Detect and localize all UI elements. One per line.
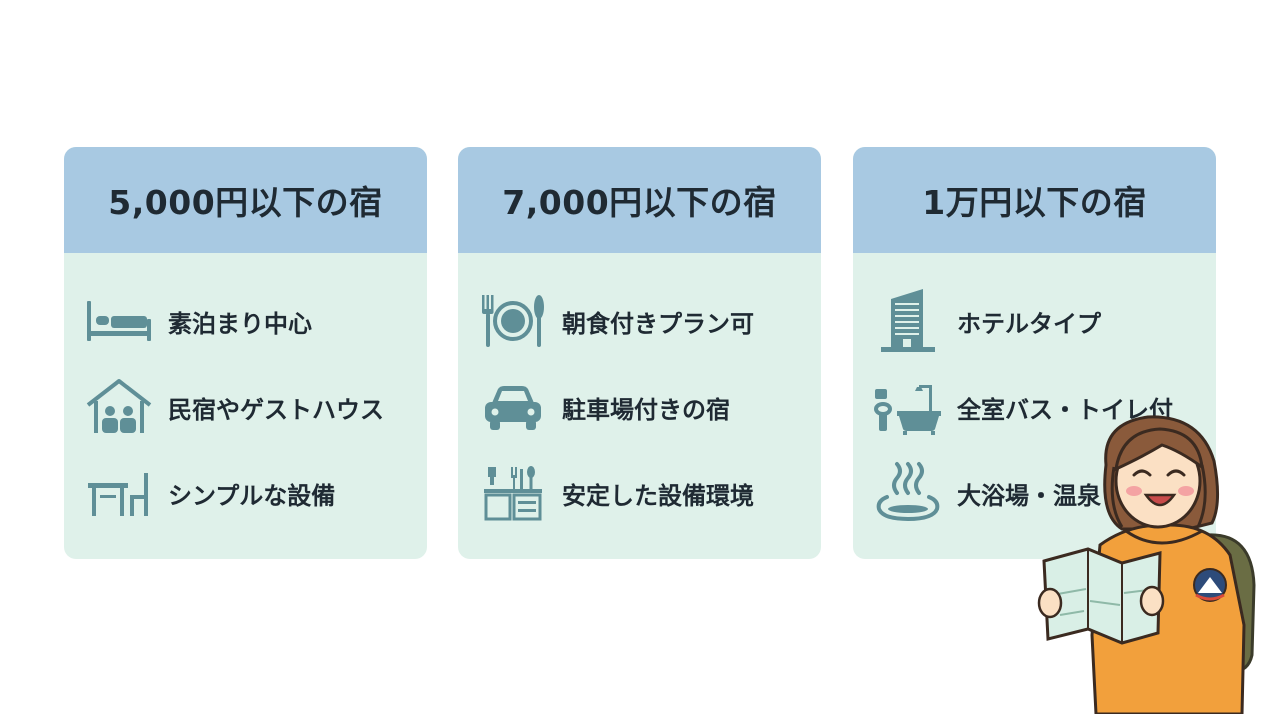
plate-cutlery-icon bbox=[478, 289, 548, 353]
feature-item: 大浴場・温泉 bbox=[873, 461, 1206, 525]
feature-label: 駐車場付きの宿 bbox=[562, 395, 730, 424]
card-title: 5,000円以下の宿 bbox=[64, 147, 427, 253]
price-card-7000: 7,000円以下の宿 朝食付きプラン可 bbox=[458, 147, 821, 559]
feature-label: 大浴場・温泉 bbox=[957, 481, 1101, 510]
feature-label: 朝食付きプラン可 bbox=[562, 309, 754, 338]
feature-label: 素泊まり中心 bbox=[168, 309, 312, 338]
card-title: 1万円以下の宿 bbox=[853, 147, 1216, 253]
hot-spring-icon bbox=[873, 461, 943, 525]
bath-toilet-icon bbox=[873, 375, 943, 439]
feature-item: 民宿やゲストハウス bbox=[84, 375, 417, 439]
house-people-icon bbox=[84, 375, 154, 439]
traveler-girl-with-map-illustration bbox=[1037, 415, 1256, 714]
price-card-5000: 5,000円以下の宿 素泊まり中心 bbox=[64, 147, 427, 559]
feature-label: 民宿やゲストハウス bbox=[168, 395, 384, 424]
feature-label: シンプルな設備 bbox=[168, 481, 336, 510]
car-icon bbox=[478, 375, 548, 439]
feature-item: 朝食付きプラン可 bbox=[478, 289, 811, 353]
table-chair-icon bbox=[84, 461, 154, 525]
bed-icon bbox=[84, 289, 154, 353]
feature-label: 安定した設備環境 bbox=[562, 481, 754, 510]
feature-item: 安定した設備環境 bbox=[478, 461, 811, 525]
card-title: 7,000円以下の宿 bbox=[458, 147, 821, 253]
feature-item: ホテルタイプ bbox=[873, 289, 1206, 353]
feature-item: シンプルな設備 bbox=[84, 461, 417, 525]
feature-label: ホテルタイプ bbox=[957, 309, 1101, 338]
kitchen-icon bbox=[478, 461, 548, 525]
hotel-building-icon bbox=[873, 289, 943, 353]
feature-item: 全室バス・トイレ付 bbox=[873, 375, 1206, 439]
feature-item: 駐車場付きの宿 bbox=[478, 375, 811, 439]
feature-item: 素泊まり中心 bbox=[84, 289, 417, 353]
